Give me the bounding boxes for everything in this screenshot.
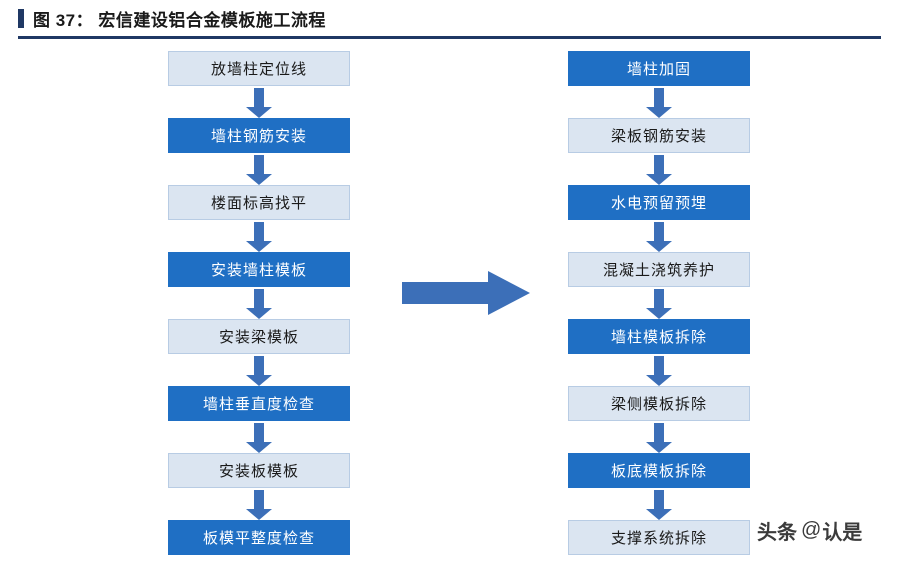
flow-node-left-5: 安装梁模板 [168, 319, 350, 354]
title-divider [18, 36, 881, 39]
down-arrow-icon [646, 423, 672, 453]
flow-node-label: 混凝土浇筑养护 [602, 262, 715, 279]
flow-node-label: 水电预留预埋 [610, 195, 707, 212]
flow-node-right-8: 支撑系统拆除 [568, 520, 750, 555]
flow-node-label: 梁板钢筋安装 [610, 128, 707, 145]
title-marker [18, 8, 24, 28]
flow-node-label: 放墙柱定位线 [210, 61, 307, 78]
watermark-brand: 头条 [757, 522, 797, 544]
flow-node-label: 支撑系统拆除 [610, 530, 707, 547]
flow-node-left-8: 板模平整度检查 [168, 520, 350, 555]
down-arrow-icon [246, 356, 272, 386]
flow-node-label: 板底模板拆除 [610, 463, 707, 480]
flow-node-right-4: 混凝土浇筑养护 [568, 252, 750, 287]
watermark: 头条 @ 认是 [757, 516, 862, 545]
flow-node-left-2: 墙柱钢筋安装 [168, 118, 350, 153]
page-title: 图 37： 宏信建设铝合金模板施工流程 [33, 10, 326, 30]
down-arrow-icon [246, 222, 272, 252]
down-arrow-icon [646, 490, 672, 520]
flow-node-right-7: 板底模板拆除 [568, 453, 750, 488]
down-arrow-icon [246, 155, 272, 185]
flow-node-label: 板模平整度检查 [202, 530, 315, 547]
flow-node-left-3: 楼面标高找平 [168, 185, 350, 220]
down-arrow-icon [646, 88, 672, 118]
watermark-handle: 认是 [822, 522, 863, 544]
flow-node-label: 墙柱模板拆除 [610, 329, 707, 346]
right-arrow-icon [402, 271, 530, 315]
flow-node-right-6: 梁侧模板拆除 [568, 386, 750, 421]
down-arrow-icon [246, 88, 272, 118]
flow-node-right-3: 水电预留预埋 [568, 185, 750, 220]
down-arrow-icon [246, 423, 272, 453]
down-arrow-icon [246, 289, 272, 319]
flow-node-right-5: 墙柱模板拆除 [568, 319, 750, 354]
down-arrow-icon [246, 490, 272, 520]
watermark-at-symbol: @ [801, 519, 822, 541]
down-arrow-icon [646, 356, 672, 386]
flow-node-label: 安装墙柱模板 [210, 262, 307, 279]
down-arrow-icon [646, 289, 672, 319]
down-arrow-icon [646, 222, 672, 252]
flow-node-right-2: 梁板钢筋安装 [568, 118, 750, 153]
flow-node-label: 楼面标高找平 [210, 195, 307, 212]
flow-node-left-4: 安装墙柱模板 [168, 252, 350, 287]
flow-node-label: 墙柱垂直度检查 [202, 396, 315, 413]
flow-node-label: 墙柱加固 [626, 61, 691, 78]
flow-node-left-1: 放墙柱定位线 [168, 51, 350, 86]
flow-node-left-7: 安装板模板 [168, 453, 350, 488]
flow-node-label: 安装梁模板 [218, 329, 299, 346]
flow-node-label: 安装板模板 [218, 463, 299, 480]
flow-node-label: 墙柱钢筋安装 [210, 128, 307, 145]
down-arrow-icon [646, 155, 672, 185]
flow-node-left-6: 墙柱垂直度检查 [168, 386, 350, 421]
flow-node-right-1: 墙柱加固 [568, 51, 750, 86]
flow-node-label: 梁侧模板拆除 [610, 396, 707, 413]
figure-title-bar: 图 37： 宏信建设铝合金模板施工流程 [0, 0, 899, 36]
